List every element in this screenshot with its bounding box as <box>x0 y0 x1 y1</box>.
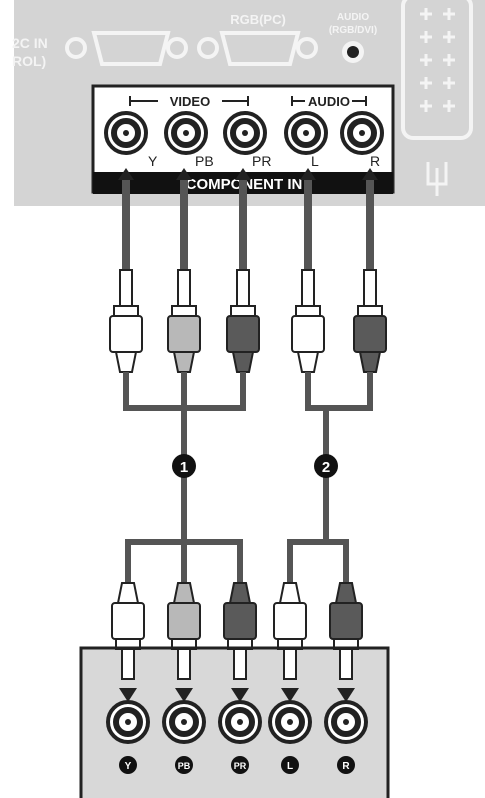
device-jack-pr <box>220 702 260 742</box>
upper-plugs <box>109 269 387 373</box>
svg-text:PB: PB <box>178 761 191 771</box>
tv-jack-label-pr: PR <box>252 153 271 169</box>
audio-rgb-jack-icon <box>342 41 364 63</box>
rgb-pc-connector-icon <box>197 31 318 66</box>
tv-jack-y <box>106 113 146 153</box>
upper-plug-l <box>291 269 325 373</box>
tv-jack-pb <box>166 113 206 153</box>
rs232-label-line2: ROL) <box>12 53 46 69</box>
audio-rgb-label-line2: (RGB/DVI) <box>329 25 377 36</box>
upper-plug-r <box>353 269 387 373</box>
tv-jack-label-pb: PB <box>195 153 214 169</box>
cable-marker-1: 1 <box>172 454 196 478</box>
audio-rgb-label-line1: AUDIO <box>337 12 369 23</box>
rs232-label-line1: 2C IN <box>12 35 48 51</box>
rgb-pc-label: RGB(PC) <box>230 12 286 27</box>
device-jack-pb <box>164 702 204 742</box>
upper-cables <box>122 180 374 285</box>
audio-group-bracket <box>291 96 367 106</box>
upper-plug-pr <box>226 269 260 373</box>
device-jack-l <box>270 702 310 742</box>
tv-jack-l <box>286 113 326 153</box>
svg-text:Y: Y <box>125 761 132 772</box>
tv-jack-r <box>342 113 382 153</box>
svg-text:1: 1 <box>180 459 188 476</box>
upper-plug-y <box>109 269 143 373</box>
device-label-r: R <box>337 756 355 774</box>
lower-arrows <box>119 688 355 702</box>
tv-jack-label-l: L <box>311 153 319 169</box>
upper-arrows <box>118 168 378 180</box>
cable-marker-2: 2 <box>314 454 338 478</box>
device-label-y: Y <box>119 756 137 774</box>
video-group-label: VIDEO <box>170 94 210 109</box>
audio-group-label: AUDIO <box>308 94 350 109</box>
device-jack-y <box>108 702 148 742</box>
device-label-l: L <box>281 756 299 774</box>
video-group-bracket <box>129 96 249 106</box>
scart-connector-icon <box>401 0 473 196</box>
bundle-cables <box>123 372 373 583</box>
tv-jack-label-r: R <box>370 153 380 169</box>
svg-text:R: R <box>342 761 350 772</box>
svg-text:2: 2 <box>322 459 330 476</box>
svg-text:PR: PR <box>234 761 247 771</box>
upper-plug-pb <box>167 269 201 373</box>
device-label-pb: PB <box>175 756 193 774</box>
rs232-connector-icon <box>65 31 188 66</box>
device-jack-r <box>326 702 366 742</box>
svg-text:L: L <box>287 761 293 772</box>
device-label-pr: PR <box>231 756 249 774</box>
tv-jack-label-y: Y <box>148 153 158 169</box>
tv-jack-pr <box>225 113 265 153</box>
